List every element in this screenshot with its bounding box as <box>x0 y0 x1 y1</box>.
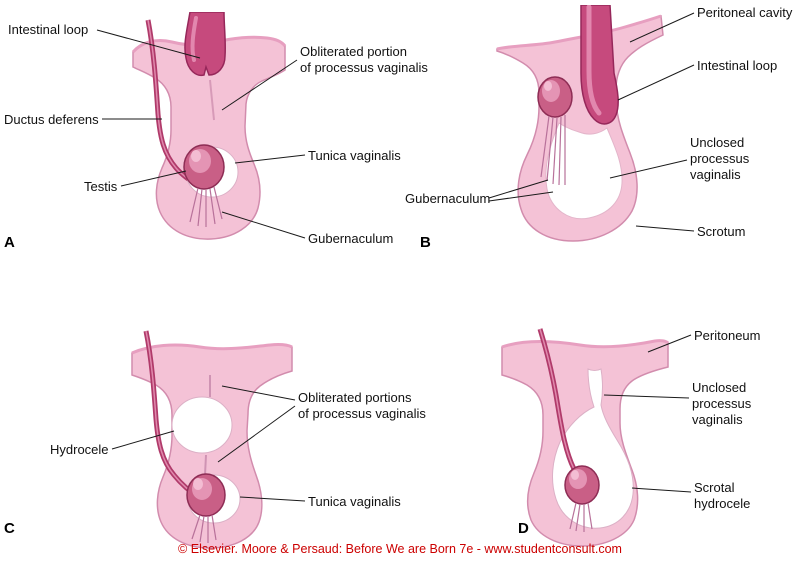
intestinal-loop-highlight <box>190 16 198 62</box>
leader-b-intestinal-loop <box>617 64 695 101</box>
peritoneum-trim <box>131 343 293 355</box>
leader-b-gubernaculum-2 <box>488 191 554 202</box>
leader-a-testis <box>120 170 187 187</box>
label-gubernaculum-a: Gubernaculum <box>308 231 394 246</box>
label-peritoneum: Peritoneum <box>694 328 761 343</box>
label-obliterated-portions: Obliterated portions of processus vagina… <box>298 390 426 421</box>
panel-a-illustration <box>131 12 287 240</box>
gubernaculum-shape <box>540 115 566 186</box>
panel-d-illustration <box>501 328 670 547</box>
panel-letter-a: A <box>4 234 15 251</box>
panel-b-illustration <box>496 5 664 242</box>
leader-d-scrotal-hydrocele <box>631 487 692 493</box>
label-intestinal-loop-a: Intestinal loop <box>8 22 89 37</box>
leader-a-gubernaculum <box>221 211 306 239</box>
label-testis: Testis <box>84 179 118 194</box>
label-scrotal-hydrocele: Scrotal hydrocele <box>694 480 751 511</box>
leader-d-unclosed <box>603 394 690 399</box>
gubernaculum-shape <box>569 502 593 532</box>
intestinal-loop-highlight <box>586 5 602 116</box>
label-intestinal-loop-b: Intestinal loop <box>697 58 778 73</box>
panel-letter-c: C <box>4 520 15 537</box>
leader-c-tunica <box>239 496 306 502</box>
testis-glint <box>191 150 201 162</box>
leader-b-gubernaculum-1 <box>488 179 549 199</box>
label-gubernaculum-b: Gubernaculum <box>405 191 491 206</box>
ductus-deferens-sheen <box>539 328 575 470</box>
leader-a-intestinal-loop <box>96 29 201 59</box>
label-tunica-vaginalis-c: Tunica vaginalis <box>308 494 401 509</box>
testis-glint <box>193 478 203 490</box>
label-scrotum: Scrotum <box>697 224 746 239</box>
obliterated-processus-track <box>209 79 215 121</box>
panel-letter-d: D <box>518 520 529 537</box>
leader-a-tunica <box>234 154 306 164</box>
leader-c-hydrocele <box>111 430 175 450</box>
leader-c-obliterated-1 <box>221 385 296 401</box>
obliterated-track-lower <box>204 454 207 476</box>
gubernaculum-shape <box>189 186 223 227</box>
label-tunica-vaginalis-a: Tunica vaginalis <box>308 148 401 163</box>
leader-c-obliterated-2 <box>217 405 296 463</box>
testis-glint <box>544 81 552 91</box>
leader-b-peritoneal-cavity <box>629 12 695 43</box>
figure-caption: © Elsevier. Moore & Persaud: Before We a… <box>178 542 622 556</box>
label-unclosed-processus-d: Unclosed processus vaginalis <box>692 380 752 427</box>
ductus-deferens-sheen <box>145 330 201 499</box>
panel-letter-b: B <box>420 234 431 251</box>
testis-glint <box>571 470 579 480</box>
peritoneum-trim <box>501 339 670 349</box>
label-peritoneal-cavity: Peritoneal cavity <box>697 5 793 20</box>
leader-b-scrotum <box>635 225 695 232</box>
label-obliterated-portion: Obliterated portion of processus vaginal… <box>300 44 428 75</box>
hydrocele-shape <box>171 396 233 454</box>
leader-b-unclosed <box>609 159 688 179</box>
leader-d-peritoneum <box>647 334 692 353</box>
label-ductus-deferens: Ductus deferens <box>4 112 99 127</box>
gubernaculum-shape <box>191 514 217 543</box>
label-unclosed-processus-b: Unclosed processus vaginalis <box>690 135 750 182</box>
leader-a-obliterated <box>221 59 298 111</box>
panel-c-illustration <box>131 330 293 549</box>
label-hydrocele: Hydrocele <box>50 442 109 457</box>
